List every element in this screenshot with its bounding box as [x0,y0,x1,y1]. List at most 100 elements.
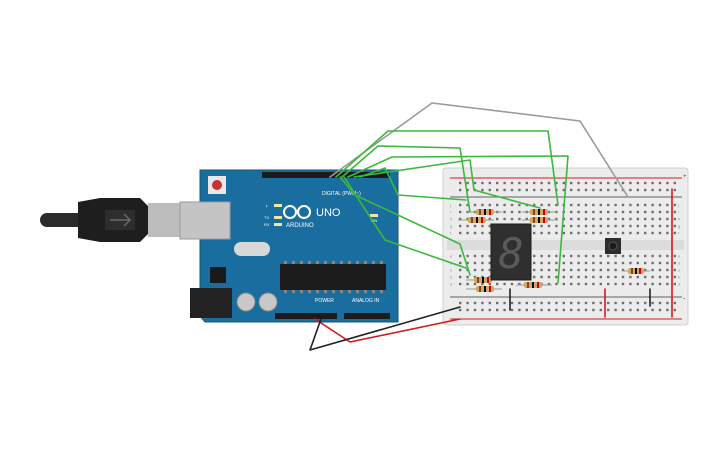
breadboard-hole[interactable] [621,301,625,305]
breadboard-hole[interactable] [466,181,469,185]
breadboard-hole[interactable] [562,282,565,286]
breadboard-hole[interactable] [666,275,669,279]
breadboard-hole[interactable] [533,261,536,265]
breadboard-hole[interactable] [644,275,647,279]
breadboard-hole[interactable] [607,224,610,228]
breadboard-hole[interactable] [473,301,477,305]
breadboard-hole[interactable] [459,308,462,312]
breadboard-hole[interactable] [614,217,617,221]
breadboard-hole[interactable] [540,308,543,312]
breadboard-hole[interactable] [599,188,602,192]
breadboard-hole[interactable] [592,210,595,214]
breadboard-hole[interactable] [592,261,595,265]
breadboard-hole[interactable] [599,282,602,286]
breadboard-hole[interactable] [540,275,543,279]
breadboard-hole[interactable] [673,254,676,258]
breadboard-hole[interactable] [629,282,632,286]
breadboard-hole[interactable] [666,261,669,265]
wire-green[interactable] [341,145,471,213]
breadboard-hole[interactable] [533,254,536,258]
breadboard-hole[interactable] [533,203,536,207]
breadboard-hole[interactable] [518,210,521,214]
resistor[interactable] [466,277,502,283]
breadboard-hole[interactable] [518,308,521,312]
breadboard-hole[interactable] [651,268,654,272]
breadboard-hole[interactable] [459,188,462,192]
breadboard-hole[interactable] [577,275,580,279]
breadboard-hole[interactable] [651,282,654,286]
breadboard-hole[interactable] [562,188,565,192]
breadboard-hole[interactable] [592,217,595,221]
breadboard-hole[interactable] [466,301,469,305]
breadboard-hole[interactable] [614,210,617,214]
breadboard-hole[interactable] [540,181,543,185]
breadboard-hole[interactable] [584,181,588,185]
breadboard-hole[interactable] [651,231,654,235]
breadboard-hole[interactable] [488,308,491,312]
breadboard-hole[interactable] [644,282,647,286]
resistor[interactable] [466,209,502,215]
breadboard-hole[interactable] [481,231,484,235]
breadboard-hole[interactable] [584,308,588,312]
breadboard-hole[interactable] [503,301,506,305]
breadboard-hole[interactable] [673,181,676,185]
breadboard-hole[interactable] [562,268,565,272]
breadboard-hole[interactable] [555,254,558,258]
wire-gray[interactable] [329,102,629,198]
breadboard-hole[interactable] [666,217,669,221]
breadboard-hole[interactable] [599,254,602,258]
wire-red[interactable] [314,318,461,343]
breadboard-hole[interactable] [636,203,639,207]
breadboard-hole[interactable] [666,301,669,305]
breadboard-hole[interactable] [658,254,662,258]
breadboard-hole[interactable] [651,217,654,221]
breadboard-hole[interactable] [555,275,558,279]
breadboard-hole[interactable] [488,301,491,305]
breadboard-hole[interactable] [607,181,610,185]
breadboard-hole[interactable] [488,282,491,286]
breadboard-hole[interactable] [547,268,551,272]
breadboard-hole[interactable] [459,301,462,305]
breadboard-hole[interactable] [607,231,610,235]
breadboard-hole[interactable] [488,268,491,272]
breadboard-hole[interactable] [466,217,469,221]
breadboard-hole[interactable] [658,261,662,265]
breadboard-hole[interactable] [496,301,499,305]
breadboard-hole[interactable] [533,224,536,228]
breadboard-hole[interactable] [466,308,469,312]
breadboard-hole[interactable] [518,188,521,192]
wire-black[interactable] [309,306,461,351]
breadboard-hole[interactable] [607,254,610,258]
breadboard-hole[interactable] [644,210,647,214]
breadboard-hole[interactable] [658,301,662,305]
breadboard-hole[interactable] [658,210,662,214]
breadboard-hole[interactable] [607,217,610,221]
breadboard-hole[interactable] [555,203,558,207]
seven-segment-display[interactable]: 8 [490,223,532,281]
power-header[interactable] [275,313,337,319]
breadboard-hole[interactable] [636,210,639,214]
breadboard-hole[interactable] [533,231,536,235]
breadboard-hole[interactable] [540,254,543,258]
breadboard-hole[interactable] [503,188,506,192]
resistor[interactable] [516,282,552,288]
breadboard-hole[interactable] [555,308,558,312]
resistor[interactable] [466,286,502,292]
breadboard-hole[interactable] [658,275,662,279]
breadboard-hole[interactable] [562,275,565,279]
breadboard-hole[interactable] [629,301,632,305]
breadboard-hole[interactable] [599,203,602,207]
breadboard-hole[interactable] [629,275,632,279]
breadboard-hole[interactable] [673,308,676,312]
breadboard-hole[interactable] [577,231,580,235]
breadboard-hole[interactable] [570,275,573,279]
breadboard-hole[interactable] [673,275,676,279]
breadboard-hole[interactable] [525,301,528,305]
breadboard-hole[interactable] [503,308,506,312]
breadboard-hole[interactable] [473,231,477,235]
breadboard-hole[interactable] [533,188,536,192]
breadboard-hole[interactable] [644,231,647,235]
breadboard-hole[interactable] [599,217,602,221]
breadboard-hole[interactable] [614,181,617,185]
breadboard-hole[interactable] [547,254,551,258]
